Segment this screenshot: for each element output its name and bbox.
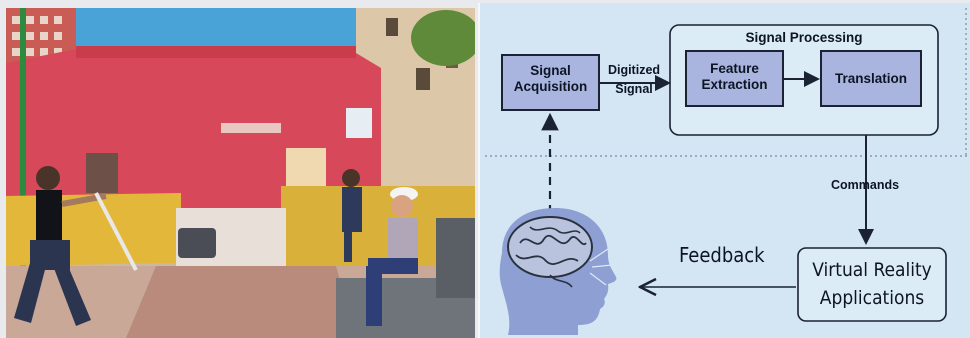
parked-car (178, 228, 216, 258)
signal-acquisition-label: Signal Acquisition (513, 63, 588, 94)
vr-applications-label: Virtual Reality Applications (812, 259, 932, 309)
head-with-brain-icon (499, 208, 617, 335)
street-scene-photo (6, 8, 475, 338)
commands-label: Commands (831, 178, 900, 192)
door (286, 148, 326, 193)
translation-box (820, 50, 922, 107)
tree (411, 10, 475, 66)
standing-boy (342, 169, 362, 262)
window (86, 153, 118, 193)
digitized-signal-label: Digitized Signal (607, 63, 661, 96)
translation-label: Translation (834, 71, 907, 86)
boy-with-racket (14, 166, 138, 326)
green-pole (20, 8, 26, 268)
feedback-label: Feedback (679, 243, 765, 267)
feature-extraction-label: Feature Extraction (701, 61, 768, 92)
feature-extraction-box (685, 50, 784, 107)
signal-acquisition-box (501, 54, 600, 111)
bci-diagram: Signal Processing Signal Acquisition Dig… (478, 3, 970, 338)
seated-boy-with-cap (366, 187, 418, 326)
vr-applications-box (797, 247, 947, 322)
signal-processing-title: Signal Processing (745, 30, 863, 45)
